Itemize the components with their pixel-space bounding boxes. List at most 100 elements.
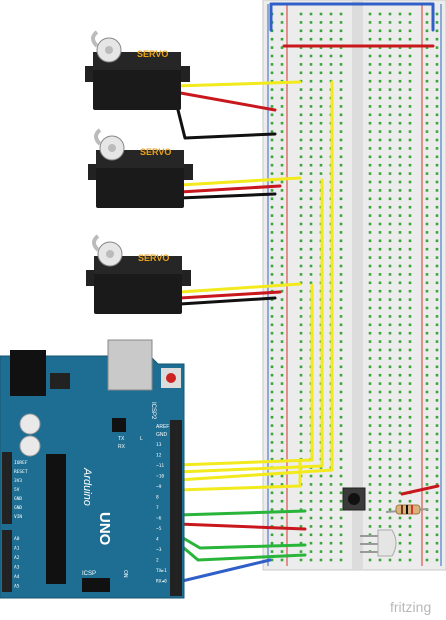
breadboard-hole xyxy=(425,457,429,461)
breadboard-hole xyxy=(425,205,429,209)
breadboard-hole xyxy=(270,483,274,486)
breadboard-hole xyxy=(368,558,372,562)
breadboard-hole xyxy=(388,449,392,453)
breadboard-hole xyxy=(368,222,372,226)
breadboard-hole xyxy=(398,357,402,360)
breadboard-hole xyxy=(299,247,303,251)
breadboard-hole xyxy=(408,163,412,167)
breadboard-hole xyxy=(319,483,323,486)
breadboard-hole xyxy=(425,399,429,402)
breadboard-hole xyxy=(299,12,303,16)
breadboard-hole xyxy=(299,222,303,226)
icsp-header xyxy=(82,578,110,592)
breadboard-hole xyxy=(425,222,429,226)
breadboard-hole xyxy=(299,130,303,133)
breadboard-hole xyxy=(425,407,429,411)
breadboard-hole xyxy=(388,264,392,268)
breadboard-hole xyxy=(339,432,343,436)
breadboard-hole xyxy=(425,155,429,159)
breadboard-hole xyxy=(339,550,343,553)
breadboard-hole xyxy=(329,21,333,24)
breadboard-hole xyxy=(435,382,439,385)
breadboard-hole xyxy=(378,315,382,318)
breadboard-hole xyxy=(388,281,392,285)
breadboard-hole xyxy=(388,424,392,427)
breadboard-hole xyxy=(378,256,382,259)
breadboard-hole xyxy=(299,357,303,360)
breadboard-hole xyxy=(378,247,382,251)
breadboard-hole xyxy=(339,306,343,310)
breadboard-hole xyxy=(435,415,439,419)
breadboard-hole xyxy=(408,88,412,91)
breadboard-hole xyxy=(388,373,392,377)
wire-red-resistor xyxy=(400,484,440,496)
wire-signal-10 xyxy=(176,178,324,474)
breadboard-hole xyxy=(270,54,274,58)
resistor xyxy=(385,504,429,515)
icsp-label: ICSP xyxy=(82,571,96,577)
breadboard-hole xyxy=(368,525,372,528)
breadboard-hole xyxy=(425,63,429,66)
power-header xyxy=(2,452,12,524)
breadboard-hole xyxy=(280,483,284,486)
breadboard-hole xyxy=(339,348,343,352)
breadboard-hole xyxy=(388,163,392,167)
breadboard-hole xyxy=(270,281,274,285)
breadboard-hole xyxy=(299,424,303,427)
breadboard-hole xyxy=(408,130,412,133)
breadboard-hole xyxy=(398,88,402,91)
wires xyxy=(173,2,440,584)
breadboard-hole xyxy=(319,550,323,553)
breadboard-hole xyxy=(398,130,402,133)
breadboard-hole xyxy=(280,550,284,553)
breadboard-hole xyxy=(425,273,429,276)
breadboard-hole xyxy=(388,113,392,117)
breadboard-hole xyxy=(339,130,343,133)
breadboard-hole xyxy=(388,558,392,562)
breadboard-hole xyxy=(435,88,439,91)
breadboard-hole xyxy=(329,541,333,545)
breadboard-hole xyxy=(270,315,274,318)
breadboard-hole xyxy=(378,46,382,49)
rx-label: RX xyxy=(118,444,126,450)
breadboard-hole xyxy=(309,121,313,125)
breadboard-hole xyxy=(339,63,343,66)
breadboard-hole xyxy=(388,54,392,58)
breadboard-hole xyxy=(329,491,333,495)
breadboard-hole xyxy=(378,466,382,469)
breadboard-hole xyxy=(378,231,382,234)
breadboard-hole xyxy=(299,315,303,318)
breadboard-hole xyxy=(378,407,382,411)
breadboard-hole xyxy=(398,281,402,285)
breadboard-hole xyxy=(388,457,392,461)
breadboard-hole xyxy=(388,172,392,175)
breadboard-hole xyxy=(280,541,284,545)
breadboard-hole xyxy=(368,499,372,503)
breadboard-hole xyxy=(425,121,429,125)
breadboard-hole xyxy=(378,21,382,24)
breadboard-hole xyxy=(339,340,343,343)
breadboard-hole xyxy=(309,113,313,117)
analog-pin-label: A2 xyxy=(14,555,20,561)
breadboard-hole xyxy=(339,289,343,293)
wire-servo2-red xyxy=(178,184,282,194)
breadboard-hole xyxy=(435,508,439,511)
breadboard-hole xyxy=(368,533,372,537)
breadboard-hole xyxy=(299,264,303,268)
breadboard-hole xyxy=(368,424,372,427)
breadboard-hole xyxy=(270,533,274,537)
breadboard-hole xyxy=(339,197,343,201)
breadboard-hole xyxy=(408,424,412,427)
breadboard-hole xyxy=(309,88,313,91)
wire-red-4 xyxy=(176,522,307,531)
breadboard-hole xyxy=(339,424,343,427)
breadboard-hole xyxy=(309,130,313,133)
breadboard-hole xyxy=(398,483,402,486)
breadboard-hole xyxy=(339,399,343,402)
breadboard-hole xyxy=(408,558,412,562)
breadboard-hole xyxy=(299,340,303,343)
analog-header xyxy=(2,530,12,592)
wire-servo3-black xyxy=(178,296,277,306)
breadboard-hole xyxy=(280,525,284,528)
breadboard-hole xyxy=(280,306,284,310)
